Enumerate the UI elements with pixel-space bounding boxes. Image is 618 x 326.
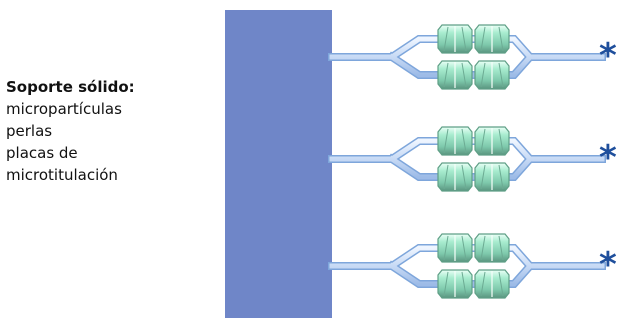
bead-bottom-right-3-right-ridge [498,271,504,297]
legend-item-plates-line-2: microtitulación [6,166,118,184]
bead-top-left-1-left-ridge [443,26,449,52]
bead-bottom-right-3-left-ridge [480,271,486,297]
bead-top-left-1-right-ridge [461,26,467,52]
bead-bottom-left-3-left-ridge [443,271,449,297]
bead-bottom-right-2-left-ridge [480,164,486,190]
bead-top-left-2 [437,126,473,156]
bead-top-left-2-right-ridge [461,128,467,154]
legend-item-plates-line-1: placas de [6,144,78,162]
bead-bottom-left-3-right-ridge [461,271,467,297]
bead-top-right-2 [474,126,510,156]
bead-bottom-right-2 [474,162,510,192]
bead-bottom-left-2-right-ridge [461,164,467,190]
legend-item-beads: perlas [6,122,53,140]
bead-bottom-left-1 [437,60,473,90]
binding-unit-1: * [328,24,617,90]
binding-unit-2: * [328,126,617,192]
legend: Soporte sólido: micropartículas perlas p… [6,76,196,186]
bead-bottom-left-2-left-ridge [443,164,449,190]
legend-item-microparticles: micropartículas [6,100,122,118]
bead-top-right-2-right-ridge [498,128,504,154]
binding-units: * * * [328,24,617,299]
bead-bottom-left-3 [437,269,473,299]
bead-bottom-right-1 [474,60,510,90]
bead-top-left-2-left-ridge [443,128,449,154]
bead-top-right-3 [474,233,510,263]
bead-top-left-1 [437,24,473,54]
bead-top-right-1-left-ridge [480,26,486,52]
bead-top-right-1-right-ridge [498,26,504,52]
bead-bottom-left-1-left-ridge [443,62,449,88]
bead-top-left-3 [437,233,473,263]
bead-top-right-3-left-ridge [480,235,486,261]
bead-bottom-right-1-left-ridge [480,62,486,88]
label-marker-3: * [599,245,617,285]
label-marker-1: * [599,36,617,76]
bead-top-right-2-left-ridge [480,128,486,154]
bead-top-right-1 [474,24,510,54]
bead-bottom-right-2-right-ridge [498,164,504,190]
bead-bottom-right-1-right-ridge [498,62,504,88]
bead-bottom-left-2 [437,162,473,192]
legend-title: Soporte sólido: [6,78,135,96]
label-marker-2: * [599,138,617,178]
solid-support [225,10,332,318]
bead-top-left-3-right-ridge [461,235,467,261]
bead-bottom-left-1-right-ridge [461,62,467,88]
bead-top-left-3-left-ridge [443,235,449,261]
bead-top-right-3-right-ridge [498,235,504,261]
binding-unit-3: * [328,233,617,299]
bead-bottom-right-3 [474,269,510,299]
